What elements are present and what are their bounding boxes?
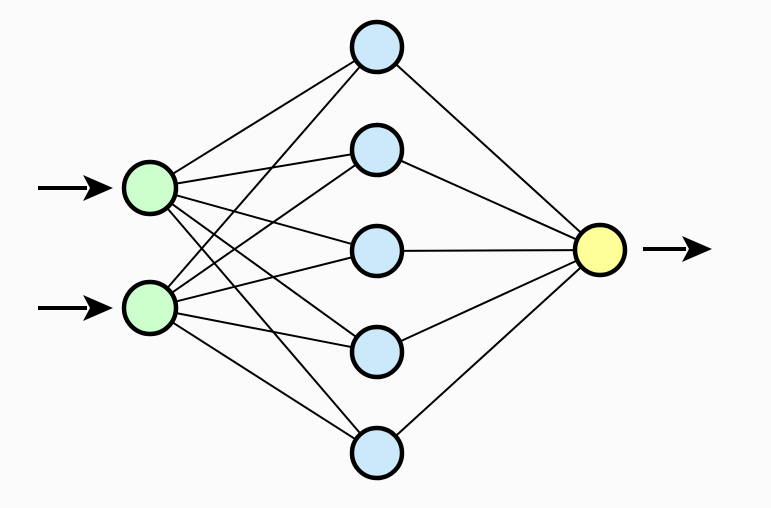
edge-h4-o1 — [398, 259, 579, 343]
edge-h1-o1 — [394, 62, 583, 235]
edge-i1-h1 — [170, 58, 358, 176]
node-circle-h3[interactable] — [349, 223, 405, 279]
nodes-group — [121, 19, 628, 481]
edge-i2-h4 — [174, 311, 354, 349]
node-hidden-5[interactable] — [349, 425, 405, 481]
node-output-1[interactable] — [572, 222, 628, 278]
node-input-2[interactable] — [121, 279, 179, 337]
node-hidden-2[interactable] — [349, 122, 405, 178]
node-hidden-4[interactable] — [349, 324, 405, 380]
input-arrow-top-head-icon — [83, 175, 113, 201]
node-input-1[interactable] — [121, 159, 179, 217]
edge-i1-h2 — [174, 152, 354, 185]
input-arrow-top — [38, 175, 113, 201]
node-circle-h5[interactable] — [349, 425, 405, 481]
node-circle-h2[interactable] — [349, 122, 405, 178]
edge-i1-h4 — [169, 201, 359, 339]
edge-i2-h2 — [169, 162, 358, 295]
node-circle-h1[interactable] — [349, 19, 405, 75]
edge-h3-o1 — [400, 249, 577, 252]
io-arrows-group — [38, 175, 712, 321]
node-circle-o1[interactable] — [572, 222, 628, 278]
edge-h5-o1 — [394, 265, 583, 438]
node-hidden-1[interactable] — [349, 19, 405, 75]
node-circle-i1[interactable] — [121, 159, 179, 217]
node-circle-h4[interactable] — [349, 324, 405, 380]
edge-i2-h1 — [165, 64, 363, 290]
output-arrow — [643, 236, 712, 262]
edges-group — [165, 58, 583, 441]
input-arrow-bottom-head-icon — [83, 295, 113, 321]
input-arrow-bottom — [38, 295, 113, 321]
output-arrow-head-icon — [682, 236, 712, 262]
node-circle-i2[interactable] — [121, 279, 179, 337]
edge-i2-h3 — [174, 255, 354, 303]
edge-h2-o1 — [398, 158, 579, 242]
edge-i2-h5 — [170, 320, 358, 441]
node-hidden-3[interactable] — [349, 223, 405, 279]
edge-i1-h5 — [165, 206, 363, 436]
edge-i1-h3 — [173, 193, 355, 246]
